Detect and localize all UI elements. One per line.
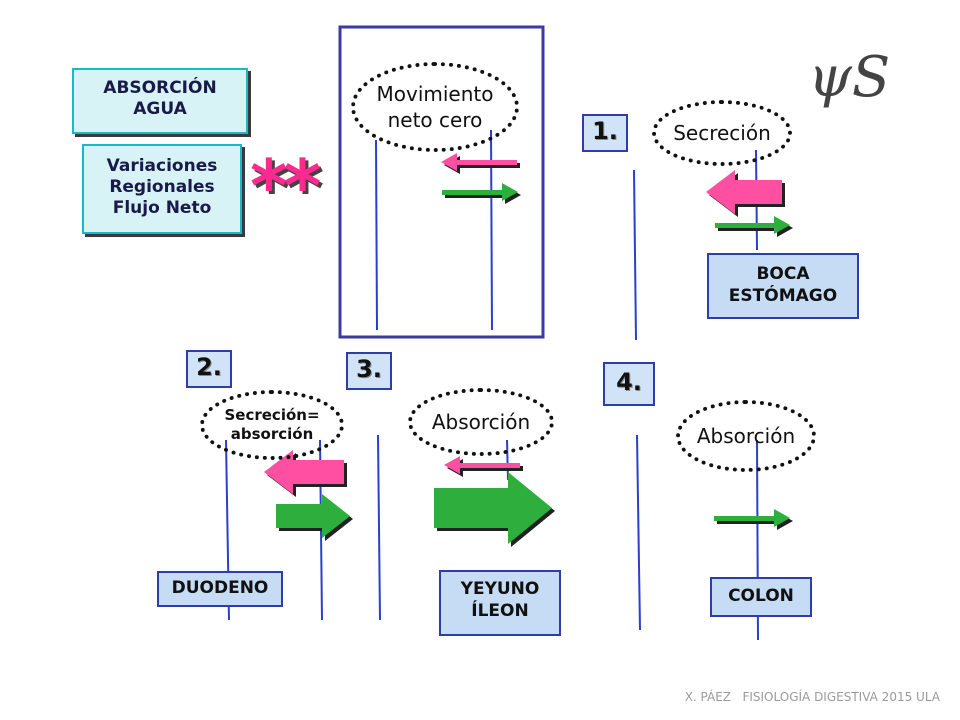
panel-3-oval: Absorción [408, 388, 554, 456]
title-box: ABSORCIÓN AGUA [72, 68, 248, 134]
absorption-arrow-small [714, 509, 790, 527]
net-zero-label-line-1: Movimiento [376, 82, 494, 106]
membrane-line [636, 434, 641, 631]
region-1-line-1: BOCA [756, 264, 810, 284]
region-yeyuno-ileon: YEYUNO ÍLEON [439, 570, 561, 636]
secretion-arrow-small [441, 153, 517, 171]
net-zero-frame [338, 25, 545, 339]
membrane-line [377, 434, 381, 621]
panel-1-label: Secreción [673, 121, 771, 145]
subtitle-line-2: Regionales [109, 177, 215, 197]
panel-2-number: 2. [186, 350, 232, 388]
absorption-arrow-large [276, 494, 350, 538]
membrane-lines [225, 129, 759, 641]
subtitle-box: Variaciones Regionales Flujo Neto [82, 144, 242, 234]
title-line-1: ABSORCIÓN [103, 78, 217, 98]
region-4-label: COLON [728, 586, 794, 606]
region-boca-estomago: BOCA ESTÓMAGO [707, 253, 859, 319]
panel-4-number: 4. [603, 362, 655, 406]
panel-3-label: Absorción [431, 410, 531, 434]
region-3-line-2: ÍLEON [471, 601, 529, 621]
absorption-arrow-small [442, 183, 518, 201]
panel-3-number: 3. [346, 352, 392, 390]
absorption-arrow-huge [434, 472, 552, 544]
region-2-label: DUODENO [171, 578, 269, 598]
panel-2-label-line-1: Secreción= [224, 406, 320, 424]
membrane-line [375, 139, 378, 331]
net-zero-oval: Movimiento neto cero [351, 62, 519, 152]
subtitle-line-3: Flujo Neto [112, 198, 212, 218]
panel-1-number: 1. [582, 114, 628, 152]
net-zero-label-line-2: neto cero [387, 108, 483, 132]
secretion-arrow-large [264, 450, 344, 494]
secretion-arrow-small [444, 456, 520, 474]
emphasis-stars: ** [250, 144, 321, 228]
panel-4-label: Absorción [696, 424, 796, 448]
region-duodeno: DUODENO [157, 571, 283, 607]
region-3-line-1: YEYUNO [460, 579, 540, 599]
title-line-2: AGUA [133, 99, 187, 119]
panel-2-label-line-2: absorción [230, 425, 314, 443]
handwritten-note: ψS [808, 45, 891, 110]
secretion-arrow-large [706, 170, 782, 214]
membrane-line [633, 169, 637, 341]
panel-2-oval: Secreción= absorción [200, 390, 344, 460]
panel-4-oval: Absorción [676, 400, 816, 472]
absorption-arrow-small [715, 216, 790, 234]
region-colon: COLON [710, 577, 812, 617]
panel-1-oval: Secreción [652, 100, 792, 166]
region-1-line-2: ESTÓMAGO [728, 286, 838, 306]
footer-credit: X. PÁEZ FISIOLOGÍA DIGESTIVA 2015 ULA [684, 690, 940, 704]
subtitle-line-1: Variaciones [106, 156, 218, 176]
